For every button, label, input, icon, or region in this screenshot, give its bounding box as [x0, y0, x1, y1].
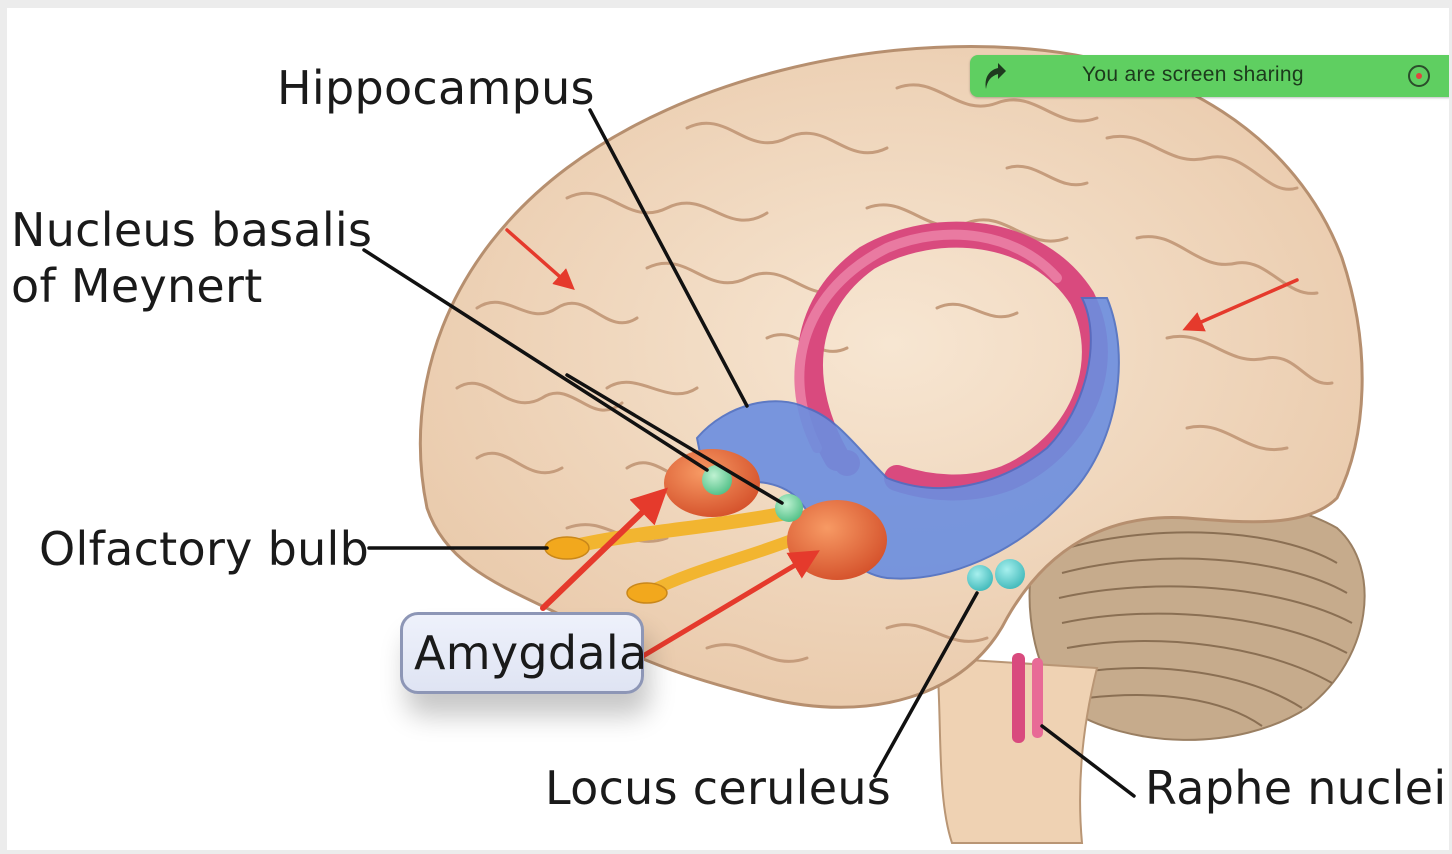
locus-ceruleus-structure	[967, 565, 993, 591]
red-arrow-parietal	[1182, 278, 1299, 332]
amygdala-label-box: Amygdala	[400, 612, 648, 694]
label-nucleus-basalis: Nucleus basalis of Meynert	[11, 202, 372, 314]
nucleus-basalis-leader-line-2	[565, 373, 784, 505]
locus-ceruleus-leader-line	[873, 591, 979, 778]
raphe-leader-line	[1040, 724, 1136, 798]
stop-share-icon[interactable]	[1408, 65, 1430, 87]
nucleus-basalis-structure	[775, 494, 803, 522]
red-arrow-amygdala-upper	[540, 487, 668, 611]
screen-sharing-banner[interactable]: You are screen sharing	[970, 55, 1449, 97]
red-arrow-amygdala-lower	[640, 550, 820, 659]
annotation-arrows	[505, 228, 1299, 659]
hippocampus-leader-line	[588, 108, 749, 408]
locus-ceruleus-structure	[995, 559, 1025, 589]
leader-lines	[362, 108, 1136, 798]
brain-illustration	[362, 45, 1366, 844]
label-hippocampus: Hippocampus	[277, 61, 595, 115]
brainstem	[935, 656, 1099, 844]
cerebrum	[418, 45, 1364, 709]
red-arrow-frontal	[505, 228, 575, 290]
label-raphe-nuclei: Raphe nuclei	[1145, 761, 1447, 815]
share-arrow-icon	[985, 63, 1006, 89]
cerebellum	[1028, 497, 1366, 741]
nucleus-basalis-structure	[702, 465, 732, 495]
screen-sharing-text: You are screen sharing	[1082, 63, 1304, 86]
label-locus-ceruleus: Locus ceruleus	[545, 761, 892, 815]
nucleus-basalis-leader-line	[362, 248, 709, 472]
diagram-frame: Hippocampus Nucleus basalis of Meynert O…	[7, 8, 1449, 850]
label-olfactory-bulb: Olfactory bulb	[39, 522, 370, 576]
label-nucleus-basalis-line1: Nucleus basalis	[11, 203, 373, 257]
label-amygdala: Amygdala	[414, 626, 648, 680]
label-nucleus-basalis-line2: of Meynert	[11, 259, 263, 313]
olfactory-structure	[544, 506, 803, 604]
raphe-nuclei-structure	[1012, 653, 1043, 743]
